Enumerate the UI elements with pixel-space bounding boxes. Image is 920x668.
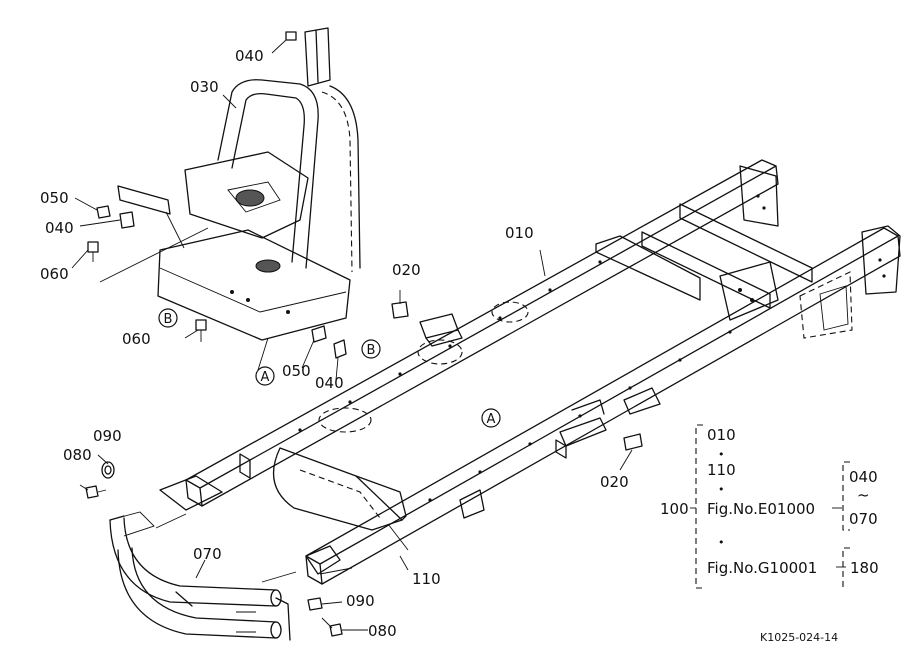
bumper-hardware bbox=[85, 461, 343, 637]
label-020-bottom: 020 bbox=[600, 473, 629, 491]
front-bumper-070 bbox=[109, 511, 297, 641]
svg-text:B: B bbox=[367, 343, 376, 358]
assembly-tree: 100 010 • 110 • Fig.No.E01000 040 ~ 070 … bbox=[660, 424, 879, 590]
label-040-left: 040 bbox=[45, 219, 74, 237]
hardware-left bbox=[87, 31, 347, 359]
label-070: 070 bbox=[193, 545, 222, 563]
svg-text:A: A bbox=[487, 412, 496, 427]
label-090-left: 090 bbox=[93, 427, 122, 445]
leader-lines bbox=[71, 39, 633, 631]
label-030: 030 bbox=[190, 78, 219, 96]
label-080-bottom: 080 bbox=[368, 622, 397, 640]
tree-item-010: 010 bbox=[707, 426, 736, 444]
marker-a-center: A bbox=[481, 408, 501, 428]
label-060-top: 060 bbox=[40, 265, 69, 283]
label-110: 110 bbox=[412, 570, 441, 588]
rail-holes bbox=[298, 260, 732, 502]
figure-code: K1025-024-14 bbox=[760, 631, 838, 644]
label-090-bottom: 090 bbox=[346, 592, 375, 610]
tree-root: 100 bbox=[660, 500, 689, 518]
label-080-left: 080 bbox=[63, 446, 92, 464]
label-010: 010 bbox=[505, 224, 534, 242]
tree-fig-end-180: 180 bbox=[850, 559, 879, 577]
tree-fig-g10001: Fig.No.G10001 bbox=[707, 559, 817, 577]
marker-b-left: B bbox=[158, 308, 178, 328]
svg-text:B: B bbox=[164, 312, 173, 327]
marker-b-center: B bbox=[361, 339, 381, 359]
part-labels: 040 030 050 040 060 060 050 040 020 010 … bbox=[40, 47, 629, 640]
tree-item-110: 110 bbox=[707, 461, 736, 479]
svg-text:A: A bbox=[261, 370, 270, 385]
label-050-left: 050 bbox=[40, 189, 69, 207]
tree-dot-1: • bbox=[718, 448, 725, 461]
tree-range-end: 070 bbox=[849, 510, 878, 528]
label-020-top: 020 bbox=[392, 261, 421, 279]
label-050-center: 050 bbox=[282, 362, 311, 380]
tree-fig-e01000: Fig.No.E01000 bbox=[707, 500, 815, 518]
label-060-mid: 060 bbox=[122, 330, 151, 348]
tree-range-start: 040 bbox=[849, 468, 878, 486]
label-040-top: 040 bbox=[235, 47, 264, 65]
marker-a-left: A bbox=[255, 366, 275, 386]
label-040-center: 040 bbox=[315, 374, 344, 392]
support-frame-030 bbox=[99, 27, 361, 371]
main-frame-010 bbox=[159, 159, 901, 585]
tree-range-tilde: ~ bbox=[857, 486, 870, 504]
tree-dot-2: • bbox=[718, 483, 725, 496]
tree-dot-3: • bbox=[718, 536, 725, 549]
